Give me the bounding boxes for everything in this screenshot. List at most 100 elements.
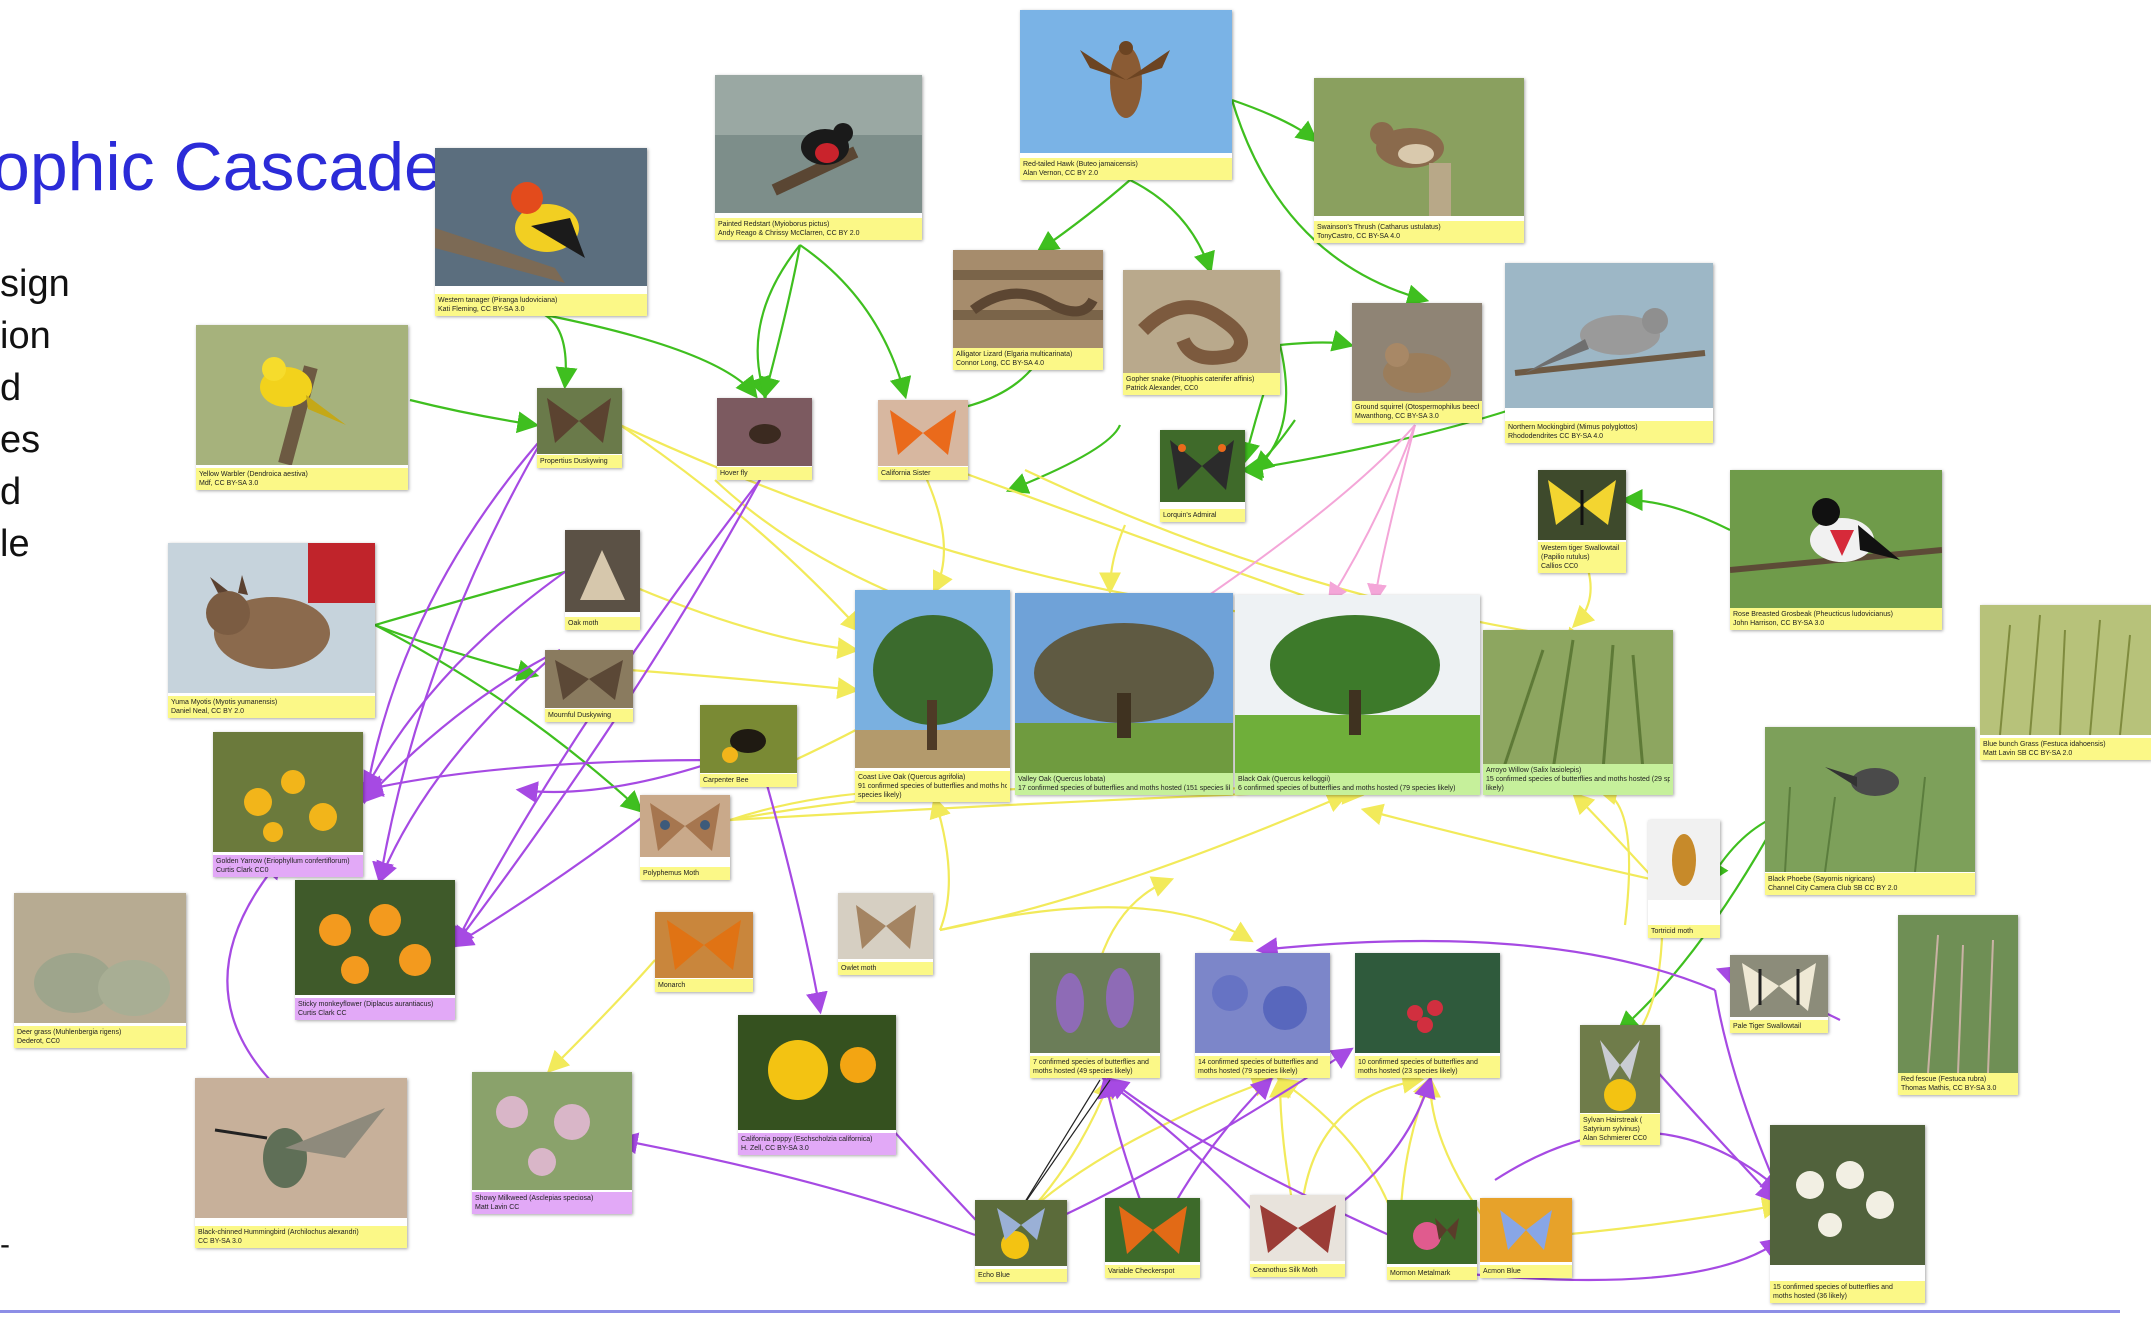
- edge-purple: [1106, 1077, 1401, 1242]
- caption-line: CC BY-SA 3.0: [198, 1238, 242, 1245]
- caption: Northern Mockingbird (Mimus polyglottos)…: [1505, 421, 1713, 443]
- card-black-phoebe[interactable]: Black Phoebe (Sayornis nigricans) Channe…: [1765, 727, 1975, 895]
- caption: Carpenter Bee: [700, 774, 797, 787]
- card-western-tiger-swallowtail[interactable]: Western tiger Swallowtail (Papilio rutul…: [1538, 470, 1626, 573]
- card-carpenter-bee[interactable]: Carpenter Bee: [700, 705, 797, 787]
- caption-line: Alan Vernon, CC BY 2.0: [1023, 170, 1098, 177]
- card-mournful-duskywing[interactable]: Mournful Duskywing: [545, 650, 633, 722]
- caption: 10 confirmed species of butterflies and …: [1355, 1056, 1500, 1078]
- card-lupine[interactable]: 7 confirmed species of butterflies and m…: [1030, 953, 1160, 1078]
- caption-line: Matt Lavin SB CC BY-SA 2.0: [1983, 750, 2073, 757]
- card-acmon-blue[interactable]: Acmon Blue: [1480, 1198, 1572, 1278]
- caption-line: John Harrison, CC BY-SA 3.0: [1733, 620, 1825, 627]
- edge-yellow: [1098, 876, 1175, 961]
- caption: Echo Blue: [975, 1269, 1067, 1282]
- card-western-tanager[interactable]: Western tanager (Piranga ludoviciana) Ka…: [435, 148, 647, 316]
- card-monarch[interactable]: Monarch: [655, 912, 753, 992]
- willow-photo-icon: [1483, 630, 1673, 770]
- card-valley-oak[interactable]: Valley Oak (Quercus lobata) 17 confirmed…: [1015, 593, 1233, 795]
- caption-line: Yellow Warbler (Dendroica aestiva): [199, 471, 308, 478]
- card-hover-fly[interactable]: Hover fly: [717, 398, 812, 480]
- caption-line: Andy Reago & Chrissy McClarren, CC BY 2.…: [718, 230, 860, 237]
- caption: 15 confirmed species of butterflies and …: [1770, 1281, 1925, 1303]
- butterfly-photo-icon: [1480, 1198, 1572, 1262]
- card-coffeeberry[interactable]: 10 confirmed species of butterflies and …: [1355, 953, 1500, 1078]
- card-polyphemus-moth[interactable]: Polyphemus Moth: [640, 795, 730, 880]
- grass-photo-icon: [14, 893, 186, 1023]
- card-california-poppy[interactable]: California poppy (Eschscholzia californi…: [738, 1015, 896, 1155]
- card-painted-redstart[interactable]: Painted Redstart (Myioborus pictus) Andy…: [715, 75, 922, 240]
- card-yuma-myotis[interactable]: Yuma Myotis (Myotis yumanensis) Daniel N…: [168, 543, 375, 718]
- butterfly-photo-icon: [878, 400, 968, 466]
- edge-green: [544, 313, 758, 399]
- caption-line: Mournful Duskywing: [548, 712, 612, 719]
- card-deer-grass[interactable]: Deer grass (Muhlenbergia rigens) Dederot…: [14, 893, 186, 1048]
- caption-line: Golden Yarrow (Eriophyllum confertifloru…: [216, 858, 350, 865]
- card-variable-checkerspot[interactable]: Variable Checkerspot: [1105, 1198, 1200, 1278]
- card-oak-moth[interactable]: Oak moth: [565, 530, 640, 630]
- caption: Mormon Metalmark: [1387, 1267, 1477, 1280]
- caption-line: Hover fly: [720, 470, 748, 477]
- card-ground-squirrel[interactable]: Ground squirrel (Otospermophilus beechey…: [1352, 303, 1482, 423]
- caption: Alligator Lizard (Elgaria multicarinata)…: [953, 348, 1103, 370]
- card-gopher-snake[interactable]: Gopher snake (Pituophis catenifer affini…: [1123, 270, 1280, 395]
- card-ceanothus-silk-moth[interactable]: Ceanothus Silk Moth: [1250, 1195, 1345, 1277]
- card-arroyo-willow[interactable]: Arroyo Willow (Salix lasiolepis) 15 conf…: [1483, 630, 1673, 795]
- caption-line: species likely): [858, 792, 902, 799]
- card-red-fescue[interactable]: Red fescue (Festuca rubra) Thomas Mathis…: [1898, 915, 2018, 1095]
- caption-line: Red-tailed Hawk (Buteo jamaicensis): [1023, 161, 1138, 168]
- card-coast-live-oak[interactable]: Coast Live Oak (Quercus agrifolia) 91 co…: [855, 590, 1010, 802]
- card-black-oak[interactable]: Black Oak (Quercus kelloggii) 6 confirme…: [1235, 595, 1480, 795]
- caption-line: Yuma Myotis (Myotis yumanensis): [171, 699, 278, 706]
- edge-purple: [1713, 989, 1784, 1200]
- edge-yellow: [939, 791, 1350, 932]
- card-lorquins-admiral[interactable]: Lorquin's Admiral: [1160, 430, 1245, 522]
- caption: Arroyo Willow (Salix lasiolepis) 15 conf…: [1483, 764, 1673, 795]
- slide-title: ophic Cascade: [0, 129, 442, 205]
- card-sticky-monkeyflower[interactable]: Sticky monkeyflower (Diplacus aurantiacu…: [295, 880, 455, 1020]
- edge-yellow: [619, 424, 863, 634]
- card-mormon-metalmark[interactable]: Mormon Metalmark: [1387, 1200, 1477, 1280]
- caption: 14 confirmed species of butterflies and …: [1195, 1056, 1330, 1078]
- card-showy-milkweed[interactable]: Showy Milkweed (Asclepias speciosa) Matt…: [472, 1072, 632, 1214]
- caption: Acmon Blue: [1480, 1265, 1572, 1278]
- card-black-chinned-hummingbird[interactable]: Black-chinned Hummingbird (Archilochus a…: [195, 1078, 407, 1248]
- hairstreak-photo-icon: [1580, 1025, 1660, 1113]
- caption: Coast Live Oak (Quercus agrifolia) 91 co…: [855, 771, 1010, 802]
- card-california-sister[interactable]: California Sister: [878, 400, 968, 480]
- caption-line: Matt Lavin CC: [475, 1204, 520, 1211]
- butterfly-photo-icon: [537, 388, 622, 454]
- card-swainsons-thrush[interactable]: Swainson's Thrush (Catharus ustulatus) T…: [1314, 78, 1524, 243]
- caption-line: California Sister: [881, 470, 931, 477]
- edge-green: [409, 398, 540, 434]
- card-red-tailed-hawk[interactable]: Red-tailed Hawk (Buteo jamaicensis) Alan…: [1020, 10, 1232, 180]
- caption-line: Kati Fleming, CC BY-SA 3.0: [438, 306, 525, 313]
- card-owlet-moth[interactable]: Owlet moth: [838, 893, 933, 975]
- card-duskywing[interactable]: Propertius Duskywing: [537, 388, 622, 468]
- card-yellow-warbler[interactable]: Yellow Warbler (Dendroica aestiva) Mdf, …: [196, 325, 408, 490]
- caption: Rose Breasted Grosbeak (Pheucticus ludov…: [1730, 608, 1942, 630]
- caption: Ceanothus Silk Moth: [1250, 1264, 1345, 1277]
- card-alligator-lizard[interactable]: Alligator Lizard (Elgaria multicarinata)…: [953, 250, 1103, 370]
- caption: California poppy (Eschscholzia californi…: [738, 1133, 896, 1155]
- card-echo-blue[interactable]: Echo Blue: [975, 1200, 1067, 1282]
- card-northern-mockingbird[interactable]: Northern Mockingbird (Mimus polyglottos)…: [1505, 263, 1713, 443]
- card-rose-breasted-grosbeak[interactable]: Rose Breasted Grosbeak (Pheucticus ludov…: [1730, 470, 1942, 630]
- caption: Showy Milkweed (Asclepias speciosa) Matt…: [472, 1192, 632, 1214]
- card-blue-bunch-grass[interactable]: Blue bunch Grass (Festuca idahoensis) Ma…: [1980, 605, 2151, 760]
- caption-line: Acmon Blue: [1483, 1268, 1521, 1275]
- card-sylvan-hairstreak[interactable]: Sylvan Hairstreak ( Satyrium sylvinus) A…: [1580, 1025, 1660, 1145]
- swallowtail-photo-icon: [1538, 470, 1626, 540]
- caption-line: moths hosted (23 species likely): [1358, 1068, 1458, 1075]
- card-tortricid-moth[interactable]: Tortricid moth: [1648, 820, 1720, 938]
- card-golden-yarrow[interactable]: Golden Yarrow (Eriophyllum confertifloru…: [213, 732, 363, 877]
- card-california-buckwheat[interactable]: 15 confirmed species of butterflies and …: [1770, 1125, 1925, 1303]
- card-ceanothus[interactable]: 14 confirmed species of butterflies and …: [1195, 953, 1330, 1078]
- grass-photo-icon: [1980, 605, 2151, 735]
- caption-line: Mormon Metalmark: [1390, 1270, 1451, 1277]
- caption: Deer grass (Muhlenbergia rigens) Dederot…: [14, 1026, 186, 1048]
- thrush-photo-icon: [1314, 78, 1524, 216]
- caption-line: 14 confirmed species of butterflies and: [1198, 1059, 1318, 1066]
- caption: Oak moth: [565, 617, 640, 630]
- card-pale-tiger-swallowtail[interactable]: Pale Tiger Swallowtail: [1730, 955, 1828, 1033]
